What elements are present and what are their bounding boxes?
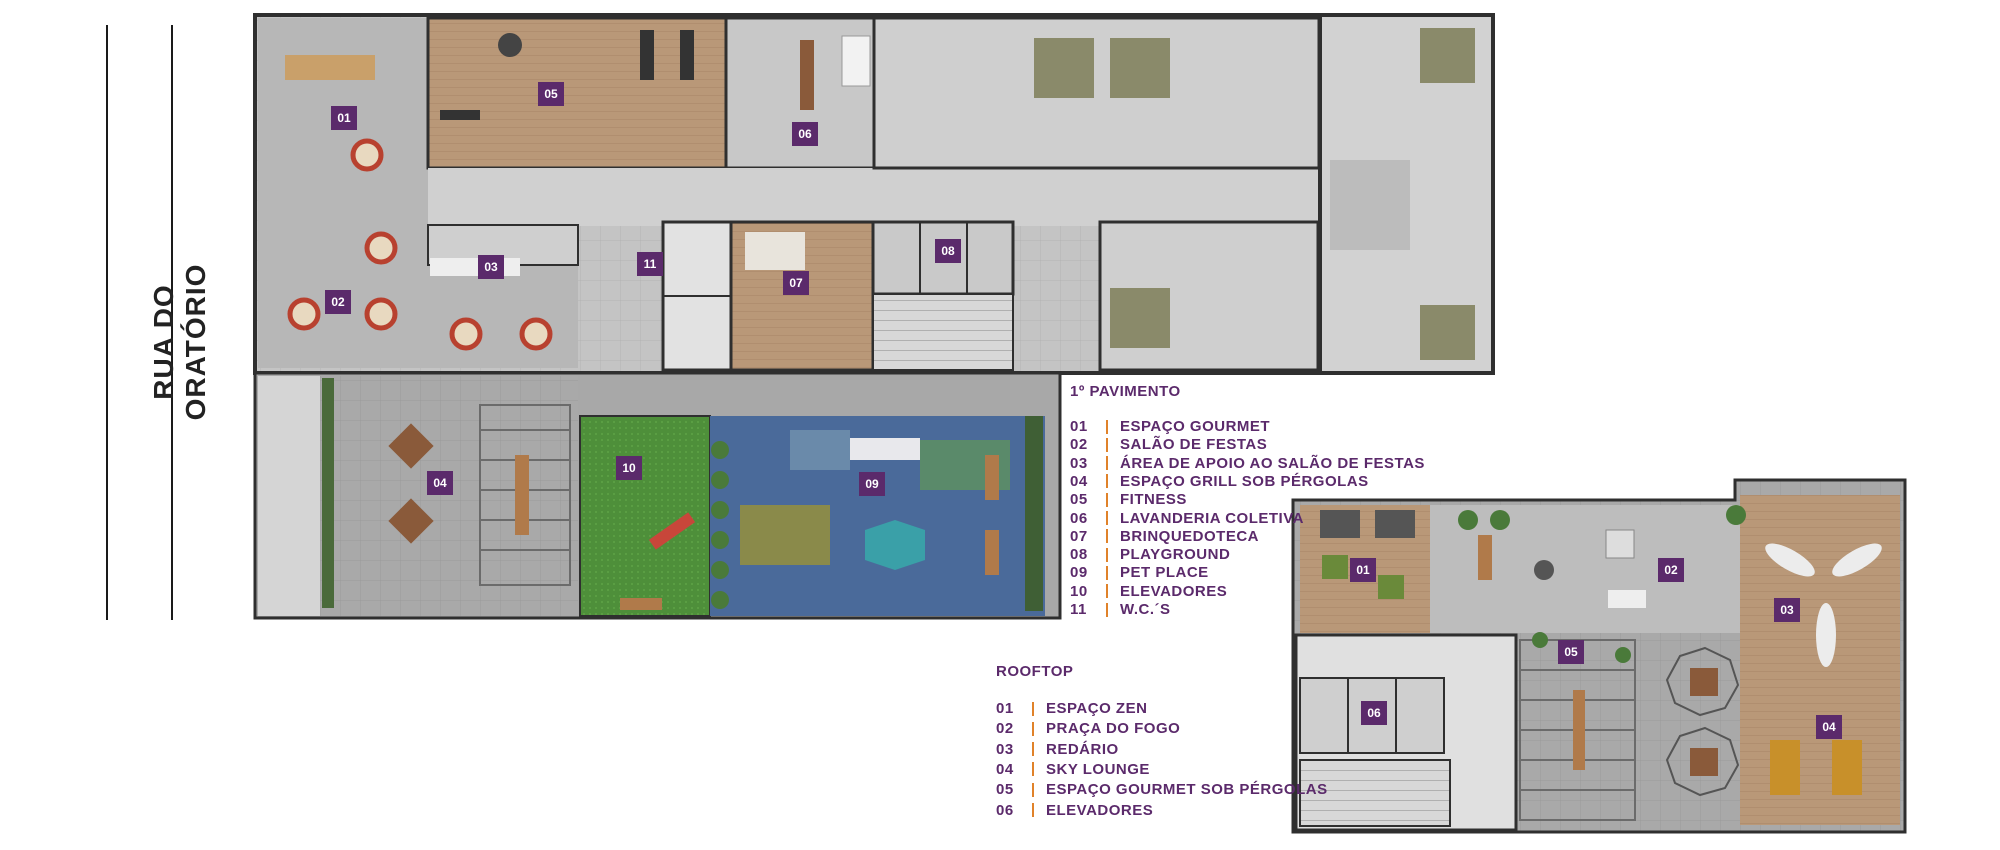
legend-separator xyxy=(1106,584,1108,599)
legend-number: 11 xyxy=(1070,601,1087,618)
legend-label: BRINQUEDOTECA xyxy=(1120,527,1260,545)
legend-separator xyxy=(1106,419,1108,434)
legend-label: ESPAÇO GOURMET xyxy=(1120,418,1271,435)
area-badge: 05 xyxy=(538,82,564,106)
legend-separator xyxy=(1106,511,1108,525)
legend-item: 02 SALÃO DE FESTAS xyxy=(1070,436,1267,453)
area-badge: 08 xyxy=(935,239,961,263)
legend-number: 04 xyxy=(1070,472,1088,490)
legend-number: 04 xyxy=(996,760,1014,778)
legend-item: 07 BRINQUEDOTECA xyxy=(1070,528,1259,545)
legend-item: 03 ÁREA DE APOIO AO SALÃO DE FESTAS xyxy=(1070,455,1425,472)
legend-separator xyxy=(1106,602,1108,617)
area-badge: 04 xyxy=(427,471,453,495)
legend-number: 09 xyxy=(1070,564,1088,582)
ground-floor-plan xyxy=(253,13,1495,620)
legend-item: 11 W.C.´S xyxy=(1070,601,1171,618)
area-badge: 09 xyxy=(859,472,885,496)
legend-number: 06 xyxy=(996,801,1014,819)
legend-item: 04 ESPAÇO GRILL SOB PÉRGOLAS xyxy=(1070,473,1369,490)
legend-number: 03 xyxy=(1070,454,1088,472)
legend-label: PET PLACE xyxy=(1120,564,1209,582)
legend-label: REDÁRIO xyxy=(1046,740,1119,758)
legend-label: ELEVADORES xyxy=(1046,801,1154,819)
legend-number: 01 xyxy=(1070,418,1088,435)
legend-separator xyxy=(1106,565,1108,580)
legend-item: 05 FITNESS xyxy=(1070,491,1187,508)
area-badge: 06 xyxy=(1361,701,1387,725)
area-badge: 10 xyxy=(616,456,642,480)
legend-separator xyxy=(1106,474,1108,489)
legend-number: 07 xyxy=(1070,527,1088,545)
legend-number: 02 xyxy=(996,720,1014,738)
street-line-left xyxy=(106,25,108,620)
legend-separator xyxy=(1106,547,1108,562)
legend-separator xyxy=(1106,492,1108,507)
legend-item: 10 ELEVADORES xyxy=(1070,583,1227,600)
legend-label: LAVANDERIA COLETIVA xyxy=(1120,509,1304,527)
legend-number: 02 xyxy=(1070,436,1088,454)
legend-separator xyxy=(1106,529,1108,544)
legend-label: W.C.´S xyxy=(1120,601,1171,618)
rooftop-plan xyxy=(1291,478,1907,834)
legend-number: 10 xyxy=(1070,582,1088,600)
street-line-right xyxy=(171,25,173,620)
area-badge: 11 xyxy=(637,252,663,276)
ground-floor-legend-title: 1º PAVIMENTO xyxy=(1070,383,1181,400)
area-badge: 03 xyxy=(1774,598,1800,622)
legend-item: 08 PLAYGROUND xyxy=(1070,546,1230,563)
legend-separator xyxy=(1032,782,1034,797)
area-badge: 02 xyxy=(325,290,351,314)
area-badge: 06 xyxy=(792,122,818,146)
legend-separator xyxy=(1032,742,1034,757)
legend-label: SALÃO DE FESTAS xyxy=(1120,436,1268,454)
area-badge: 03 xyxy=(478,255,504,279)
legend-label: ESPAÇO GOURMET SOB PÉRGOLAS xyxy=(1046,781,1328,799)
legend-label: PLAYGROUND xyxy=(1120,546,1231,564)
area-badge: 04 xyxy=(1816,715,1842,739)
legend-item: 04 SKY LOUNGE xyxy=(996,761,1150,778)
legend-item: 06 LAVANDERIA COLETIVA xyxy=(1070,510,1304,527)
legend-item: 01 ESPAÇO ZEN xyxy=(996,700,1147,717)
area-badge: 01 xyxy=(1350,558,1376,582)
legend-item: 06 ELEVADORES xyxy=(996,802,1153,819)
legend-label: PRAÇA DO FOGO xyxy=(1046,720,1181,738)
legend-number: 01 xyxy=(996,700,1014,717)
legend-item: 01 ESPAÇO GOURMET xyxy=(1070,418,1270,435)
legend-separator xyxy=(1032,701,1034,716)
legend-number: 05 xyxy=(996,781,1014,799)
legend-separator xyxy=(1032,803,1034,817)
area-badge: 01 xyxy=(331,106,357,130)
legend-separator xyxy=(1106,456,1108,471)
legend-separator xyxy=(1106,437,1108,452)
legend-label: ESPAÇO ZEN xyxy=(1046,700,1148,717)
legend-item: 03 REDÁRIO xyxy=(996,741,1119,758)
rooftop-legend-title: ROOFTOP xyxy=(996,663,1074,680)
legend-separator xyxy=(1032,762,1034,777)
legend-label: FITNESS xyxy=(1120,491,1187,509)
legend-label: ÁREA DE APOIO AO SALÃO DE FESTAS xyxy=(1120,454,1425,472)
area-badge: 05 xyxy=(1558,640,1584,664)
area-badge: 07 xyxy=(783,271,809,295)
legend-number: 08 xyxy=(1070,546,1088,564)
legend-item: 02 PRAÇA DO FOGO xyxy=(996,720,1180,737)
legend-item: 05 ESPAÇO GOURMET SOB PÉRGOLAS xyxy=(996,781,1328,798)
legend-label: SKY LOUNGE xyxy=(1046,760,1150,778)
legend-item: 09 PET PLACE xyxy=(1070,564,1209,581)
area-badge: 02 xyxy=(1658,558,1684,582)
legend-label: ELEVADORES xyxy=(1120,582,1228,600)
legend-label: ESPAÇO GRILL SOB PÉRGOLAS xyxy=(1120,472,1369,490)
legend-number: 05 xyxy=(1070,491,1088,509)
legend-number: 06 xyxy=(1070,509,1088,527)
legend-number: 03 xyxy=(996,740,1014,758)
legend-separator xyxy=(1032,721,1034,736)
